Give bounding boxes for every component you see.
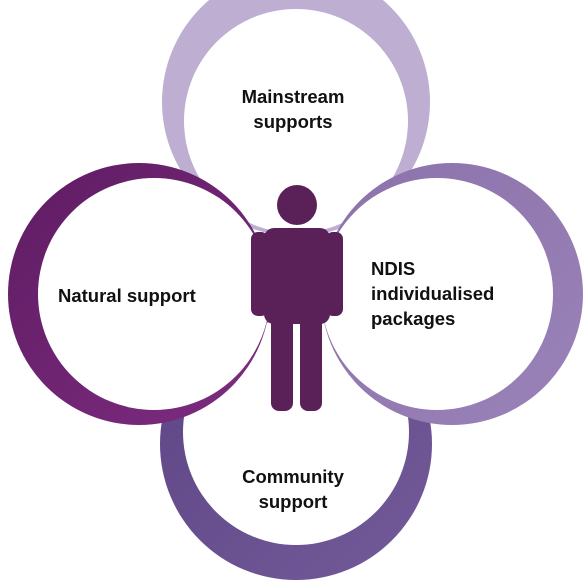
label-community-support: Community support <box>193 464 393 514</box>
label-line: packages <box>371 308 456 329</box>
label-line: Mainstream <box>241 86 345 107</box>
ring-ndis-packages <box>321 163 583 425</box>
label-natural-support: Natural support <box>58 283 228 308</box>
ring-left-inner <box>38 178 270 410</box>
label-ndis-packages: NDIS individualised packages <box>371 256 541 331</box>
label-line: support <box>258 491 328 512</box>
label-line: NDIS <box>371 258 416 279</box>
label-line: Community <box>242 466 344 487</box>
label-mainstream-supports: Mainstream supports <box>193 84 393 134</box>
person-icon <box>251 185 343 411</box>
ring-natural-support <box>8 163 270 425</box>
label-line: Natural support <box>58 285 196 306</box>
label-line: supports <box>253 111 333 132</box>
label-line: individualised <box>371 283 495 304</box>
ring-mainstream-supports <box>162 0 430 236</box>
ring-right-inner <box>321 178 553 410</box>
ring-top-inner <box>184 9 408 233</box>
